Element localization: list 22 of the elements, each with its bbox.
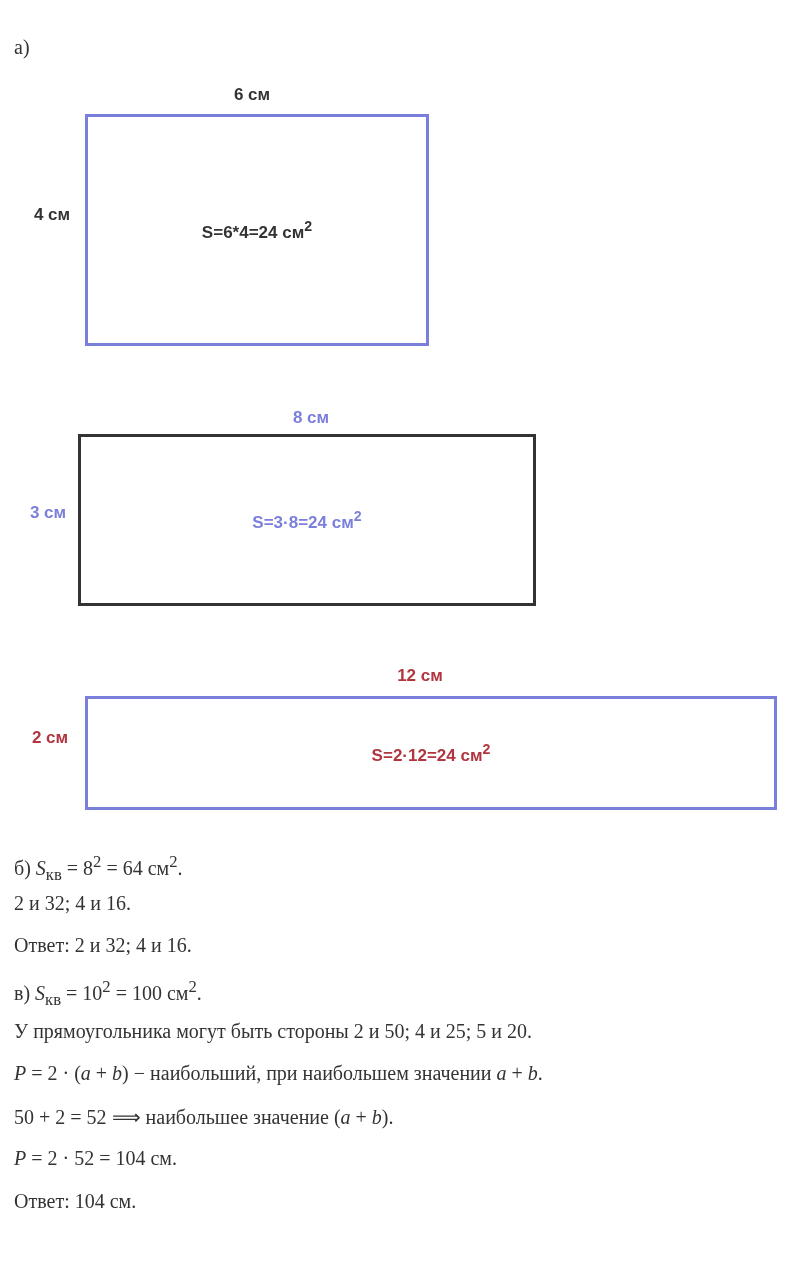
dimension-label: 4 см (33, 205, 71, 225)
rectangle (85, 696, 777, 810)
solution-text: Ответ: 2 и 32; 4 и 16. (14, 934, 192, 957)
solution-text: 50 + 2 = 52 ⟹ наибольшее значение (a + b). (14, 1105, 394, 1129)
dimension-label: 6 см (233, 85, 271, 105)
solution-text: P = 2 · 52 = 104 см. (14, 1147, 177, 1170)
solution-text: У прямоугольника могут быть стороны 2 и 50; 4 и 25; 5 и 20. (14, 1020, 532, 1043)
area-formula: S=2·12=24 см$^{2}$ (371, 740, 491, 766)
solution-text: Ответ: 104 см. (14, 1190, 137, 1213)
rectangle (85, 114, 429, 346)
solution-text: 2 и 32; 4 и 16. (14, 892, 131, 915)
rectangle (78, 434, 536, 606)
dimension-label: 3 см (29, 503, 67, 523)
solution-text: б) S$_{кв}$ = 8$^{2}$ = 64 см$^{2}$. (14, 852, 183, 885)
dimension-label: 8 см (292, 408, 330, 428)
solution-text: P = 2 · (a + b) − наибольший, при наибольшем значении a + b. (14, 1062, 543, 1085)
dimension-label: 2 см (31, 728, 69, 748)
dimension-label: 12 см (397, 666, 443, 686)
solution-text: в) S$_{кв}$ = 10$^{2}$ = 100 см$^{2}$. (14, 977, 202, 1010)
area-formula: S=3·8=24 см$^{2}$ (252, 507, 362, 533)
part-label: а) (14, 36, 30, 59)
area-formula: S=6*4=24 см$^{2}$ (201, 217, 313, 243)
